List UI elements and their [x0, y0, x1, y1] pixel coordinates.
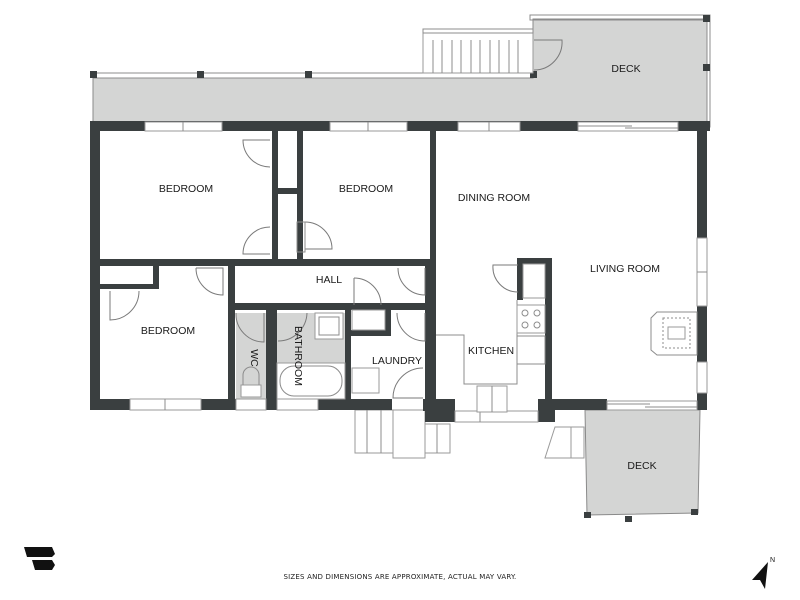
- doors: [109, 139, 519, 399]
- deck-bottom: DECK: [544, 409, 701, 522]
- room-label-hall: HALL: [316, 274, 342, 286]
- room-label-bedroom-2: BEDROOM: [339, 183, 393, 195]
- room-label-deck-bottom: DECK: [627, 460, 656, 472]
- room-label-bedroom-3: BEDROOM: [141, 325, 195, 337]
- room-label-deck-top: DECK: [611, 63, 640, 75]
- fixtures: [240, 263, 698, 413]
- deck-top: DECK: [90, 14, 711, 128]
- disclaimer-text: SIZES AND DIMENSIONS ARE APPROXIMATE, AC…: [283, 573, 517, 581]
- room-label-bedroom-1: BEDROOM: [159, 183, 213, 195]
- north-arrow-icon: N: [748, 556, 778, 597]
- compass-label: N: [770, 557, 775, 564]
- room-label-laundry: LAUNDRY: [372, 355, 422, 367]
- front-steps: [354, 409, 451, 459]
- room-label-living-room: LIVING ROOM: [590, 263, 660, 275]
- room-label-kitchen: KITCHEN: [468, 345, 514, 357]
- windows: [129, 121, 708, 423]
- room-label-bathroom: BATHROOM: [292, 326, 304, 386]
- room-label-dining-room: DINING ROOM: [458, 192, 530, 204]
- brand-logo-icon: [22, 545, 58, 576]
- room-label-wc: WC: [248, 349, 260, 367]
